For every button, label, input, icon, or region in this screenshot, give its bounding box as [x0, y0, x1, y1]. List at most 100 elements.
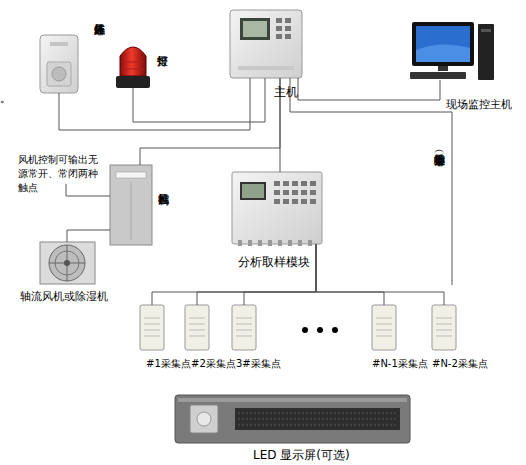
wire: [316, 244, 444, 305]
node-label: #1采集点: [146, 357, 191, 370]
analysis-module: [301, 190, 307, 195]
collection-device: [376, 318, 392, 336]
analysis-module: [240, 182, 266, 200]
ellipsis-dots: [302, 327, 308, 333]
ellipsis-dots: [317, 327, 323, 333]
collection-device: [140, 305, 164, 350]
node-label: 分析取样模块: [238, 256, 310, 269]
led-display: [190, 405, 218, 433]
sensor-device: [52, 67, 66, 81]
node-label: 主机: [274, 86, 298, 99]
analysis-module: [310, 181, 316, 186]
analysis-module: [274, 199, 280, 204]
collection-device: [372, 305, 396, 350]
alarm-light: [121, 62, 145, 69]
node-label: 轴流风机或除湿机: [20, 290, 108, 303]
fan-controller-node: 风机控制器: [110, 165, 152, 245]
analysis-module: [288, 240, 292, 246]
fan: [64, 260, 70, 266]
computer: [481, 29, 491, 32]
analysis-module: [283, 181, 289, 186]
fan-node: 轴流风机或除湿机: [40, 242, 95, 284]
host-device: [230, 10, 302, 78]
node-label: #2采集点: [191, 357, 236, 370]
note-leader: [66, 184, 110, 196]
alarm-light: [116, 76, 150, 88]
computer: [416, 44, 470, 62]
collection-node: #1采集点: [140, 305, 164, 350]
fan-controller: [110, 165, 152, 245]
fan-controller: [131, 182, 132, 240]
computer: [438, 66, 448, 71]
analysis-module: [274, 181, 316, 204]
led-display: [175, 395, 410, 443]
node-label: 现场监控主机: [446, 98, 512, 111]
collection-node: 3#采集点: [232, 305, 256, 350]
analysis-module: [232, 172, 322, 244]
analysis-module: [283, 190, 289, 195]
host-device: [238, 66, 294, 70]
fan-controller: [110, 165, 152, 245]
computer: [410, 72, 466, 79]
analysis-module: [268, 240, 272, 246]
collection-device: [436, 318, 452, 336]
host-device: [243, 21, 267, 37]
collection-device: [432, 305, 456, 350]
host-device: [285, 26, 291, 31]
computer: [412, 22, 474, 66]
alarm-light: [116, 47, 150, 88]
led-node: LED 显示屏(可选): [175, 395, 410, 443]
sensor-device: [50, 42, 68, 46]
node-label: #N-1采集点: [372, 357, 428, 370]
remote-alarm-wire: [290, 78, 452, 285]
wire: [140, 78, 280, 165]
collection-node: #N-2采集点: [432, 305, 456, 350]
analysis-module: [258, 240, 262, 246]
fan: [49, 245, 85, 281]
analysis-module: [248, 240, 252, 246]
alarm-node: 报警灯: [116, 42, 150, 88]
wire: [133, 78, 265, 122]
analysis-module: [310, 190, 316, 195]
analysis-module: [242, 184, 264, 198]
analysis-module: [274, 181, 280, 186]
led-display: [197, 412, 211, 426]
stray-mark: 。: [0, 92, 14, 106]
analysis-module: [292, 199, 298, 204]
fan: [40, 242, 95, 284]
collection-device: [236, 318, 252, 336]
host-device: [276, 18, 282, 23]
wire: [316, 244, 384, 305]
sensor-device: [40, 35, 78, 93]
fan-controller: [116, 172, 146, 178]
fan: [40, 242, 95, 284]
led-display: [175, 395, 410, 443]
wire: [197, 244, 316, 305]
collection-device: [140, 305, 456, 350]
analysis-module: [301, 199, 307, 204]
wire: [59, 78, 250, 130]
wire: [152, 244, 316, 305]
analysis-module: [292, 181, 298, 186]
collection-device: [232, 305, 256, 350]
collection-device: [185, 305, 209, 350]
analysis-module: [308, 240, 312, 246]
sensor-device: [40, 35, 78, 93]
analysis-module: [310, 199, 316, 204]
alarm-light: [120, 47, 146, 76]
node-label: LED 显示屏(可选): [253, 449, 350, 462]
host-node: 主机: [230, 10, 302, 78]
host-device: [276, 26, 282, 31]
led-display: [178, 398, 407, 402]
fan: [49, 245, 85, 281]
wire: [244, 244, 316, 305]
host-device: [240, 18, 270, 40]
host-device: [230, 10, 302, 78]
ellipsis-dots: [302, 327, 338, 333]
sensor-device: [47, 62, 71, 86]
sensor-node: 红外人体感应器: [40, 35, 78, 93]
ellipsis-dots: [332, 327, 338, 333]
analysis-module: [274, 190, 280, 195]
